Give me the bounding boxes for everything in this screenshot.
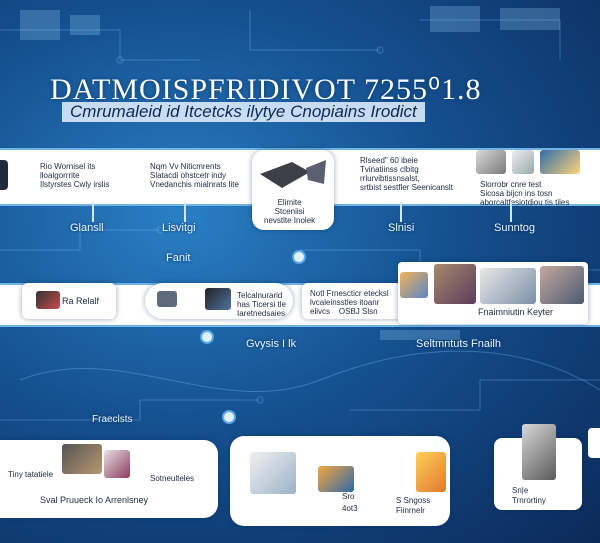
band1-block-2: Nqm Vv Niticmrents Slatacdi ohstcetr ind… xyxy=(150,162,239,189)
bottom-card-left-text-1: Tiny tatatiele xyxy=(8,470,54,479)
mid-label-3: Fraeclsts xyxy=(92,414,133,425)
band1-block-1: Rio Wornisel its lloalgorrrite Ilstyrste… xyxy=(40,162,110,189)
feature-card-collage[interactable]: Fnaimniutin Keyter xyxy=(398,262,588,324)
page-title: DATMOISPFRIDIVOT 7255⁰1.8 xyxy=(50,73,482,106)
page-subtitle: Cmrumaleid id Itcetcks ilytye Cnopiains … xyxy=(62,102,425,122)
image-thumb-workstation xyxy=(62,444,102,474)
row-label-5: Fanit xyxy=(166,252,191,264)
image-thumb-device xyxy=(512,150,534,174)
feature-card-center[interactable]: Notl Frnescticr etecksl lvcaleinsstles i… xyxy=(302,283,406,319)
connector xyxy=(184,202,186,222)
image-thumb-studio xyxy=(540,266,584,304)
connector xyxy=(400,202,402,222)
image-thumb-person xyxy=(540,150,580,174)
monitor-icon xyxy=(205,288,231,310)
image-thumb-lab xyxy=(476,150,506,174)
timeline-node xyxy=(292,250,306,264)
feature-card-camera[interactable]: Elimite Stceniisi nevstlte Inolek xyxy=(252,150,334,230)
feature-card-collage-text: Fnaimniutin Keyter xyxy=(478,307,554,317)
feature-card-laptop[interactable]: Telcalnurarid has Ticersi tle Iaretnedsa… xyxy=(145,283,293,319)
timeline-node xyxy=(200,330,214,344)
mid-label-1: Gvysis I lk xyxy=(246,338,297,350)
image-thumb-puzzle xyxy=(318,466,354,492)
laptop-icon xyxy=(157,291,177,307)
bottom-card-middle-text-4: Fiinrnelr xyxy=(396,506,425,515)
bottom-card-right-text-1: Sn|e xyxy=(512,486,529,495)
bottom-card-left-text-3: Sval Pruueck Io Arrenlsney xyxy=(40,495,149,505)
bottom-card-middle-text-1: Sro xyxy=(342,492,355,501)
camera-icon xyxy=(260,160,326,188)
bottom-card-right-text-2: Trnrortiny xyxy=(512,496,546,505)
image-thumb-box xyxy=(400,272,428,298)
feature-card-camera-text: Elimite Stceniisi nevstlte Inolek xyxy=(264,198,316,225)
band1-side-tab xyxy=(0,160,8,190)
image-thumb-printer xyxy=(250,452,296,494)
band1-block-4: Rlseed" 60 ibeie Tvinatiinss clbitg rrlu… xyxy=(360,156,453,192)
row-label-1: Glansll xyxy=(70,222,104,234)
mid-label-2: Seltmntuts Fnailh xyxy=(416,338,501,350)
row-label-3: Slnisi xyxy=(388,222,415,234)
bottom-card-middle[interactable]: Sro 4ot3 S Sngoss Fiinrnelr xyxy=(230,436,450,526)
feature-card-left[interactable]: Ra Relalf xyxy=(22,283,116,319)
image-thumb-tools xyxy=(36,291,60,309)
band1-block-5: Slorrobr cnre test Sicosa bijcn ins tosn… xyxy=(480,180,570,207)
bottom-card-right[interactable]: Sn|e Trnrortiny xyxy=(494,424,582,510)
feature-card-left-text: Ra Relalf xyxy=(62,296,100,306)
image-thumb-door xyxy=(522,424,556,480)
feature-card-laptop-text: Telcalnurarid has Ticersi tle Iaretnedsa… xyxy=(237,291,286,318)
bottom-card-middle-text-3: S Sngoss xyxy=(396,496,431,505)
bottom-card-left-text-2: Sotneulteles xyxy=(150,474,195,483)
bottom-card-left[interactable]: Tiny tatatiele Sotneulteles Sval Pruueck… xyxy=(0,440,218,518)
image-thumb-office xyxy=(480,268,536,304)
connector xyxy=(92,202,94,222)
side-tab-right xyxy=(588,428,600,458)
image-thumb-shelf xyxy=(434,264,476,304)
timeline-node xyxy=(222,410,236,424)
row-label-2: Lisvitgi xyxy=(162,222,196,234)
image-thumb-cabinet xyxy=(104,450,130,478)
connector xyxy=(510,202,512,222)
bottom-card-middle-text-2: 4ot3 xyxy=(342,504,358,513)
image-thumb-cube xyxy=(416,452,446,492)
feature-card-center-text: Notl Frnescticr etecksl lvcaleinsstles i… xyxy=(310,289,389,316)
row-label-4: Sunntog xyxy=(494,222,535,234)
